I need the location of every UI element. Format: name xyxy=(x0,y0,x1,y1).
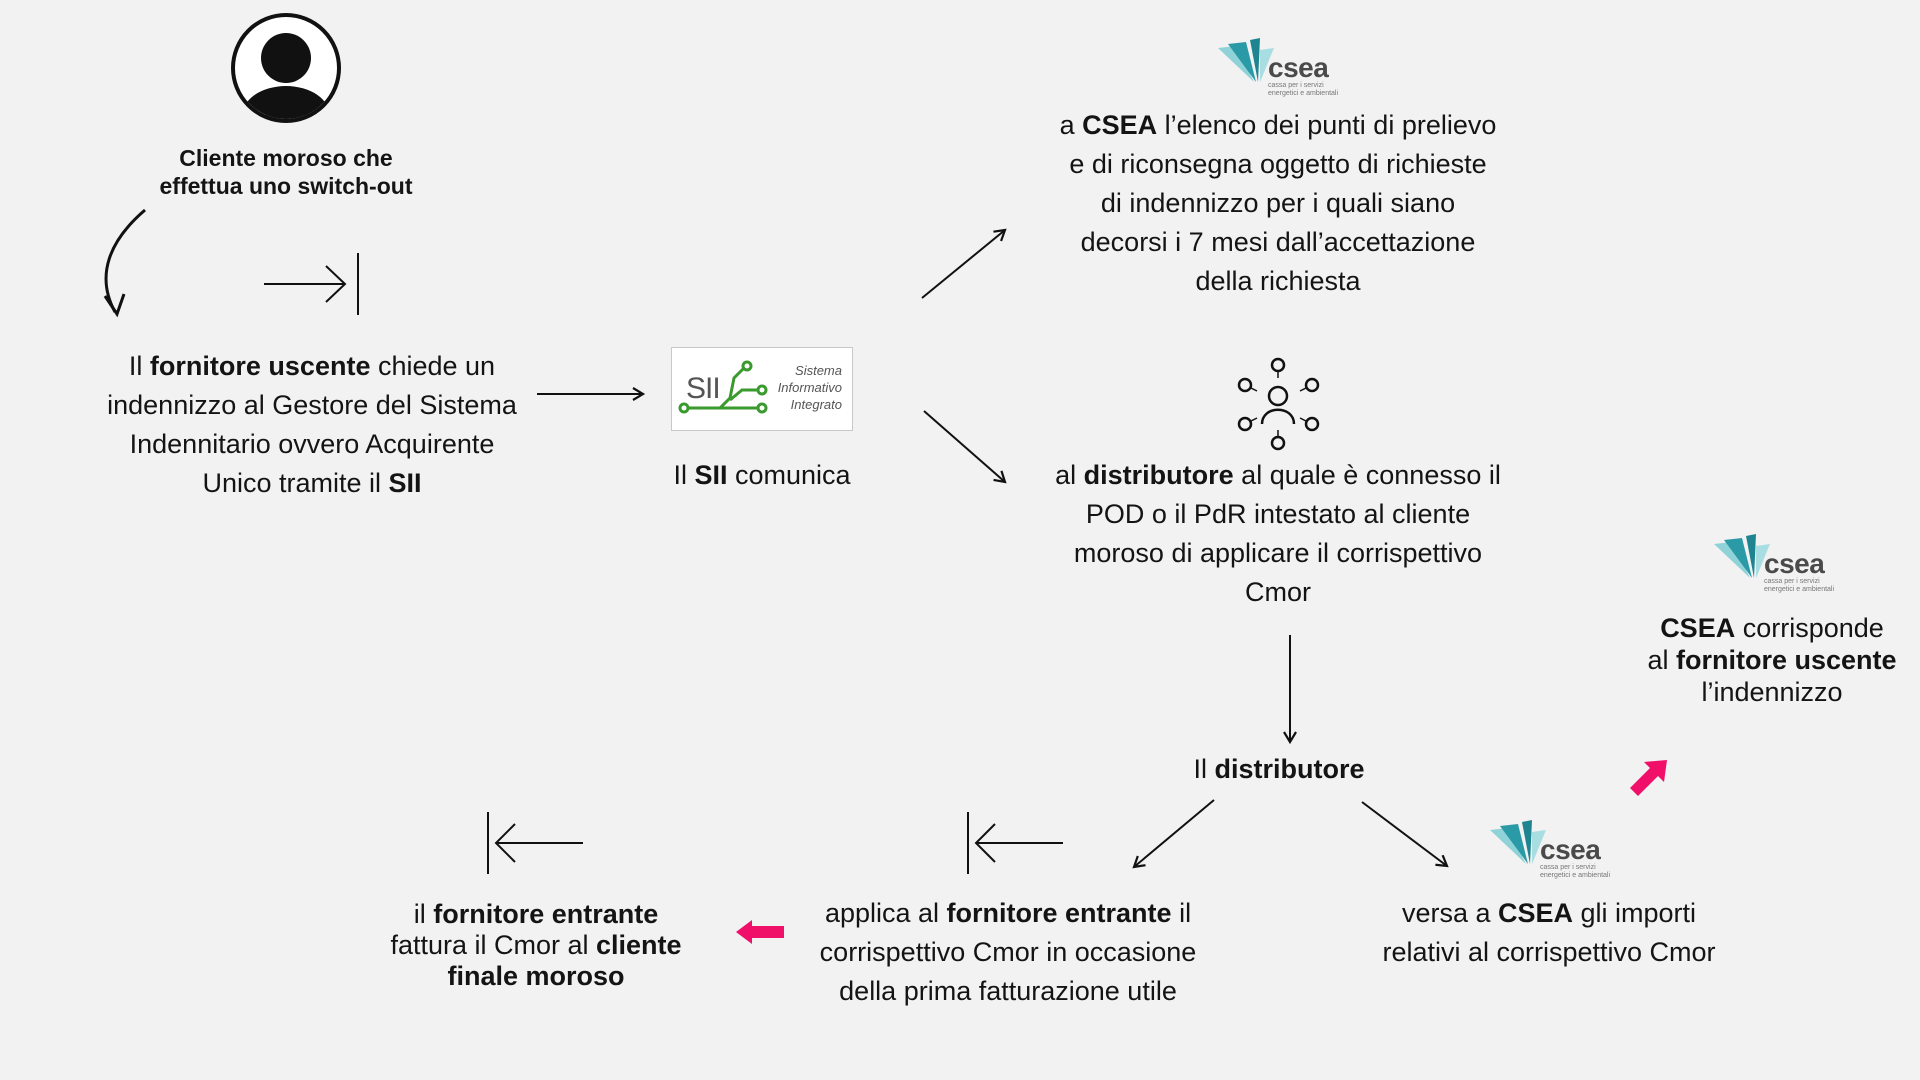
text-fragment: comunica xyxy=(727,460,851,490)
text-fragment: Il xyxy=(1193,754,1215,784)
text-fragment: a xyxy=(1059,110,1083,140)
bill-cmor-text: il fornitore entrante fattura il Cmor al… xyxy=(376,899,696,992)
csea-pays-indemnity-text: CSEA corrisponde al fornitore uscente l’… xyxy=(1622,612,1920,708)
text-fragment: al quale è connesso il xyxy=(1233,460,1501,490)
pink-left-arrow xyxy=(736,920,784,944)
apply-cmor-text: applica al fornitore entrante il corrisp… xyxy=(788,894,1228,1011)
text-fragment: energetici e ambientali xyxy=(1764,586,1835,593)
text-fragment: versa a xyxy=(1401,898,1498,928)
text-fragment: CSEA xyxy=(1082,110,1158,140)
text-fragment: Il xyxy=(673,460,695,490)
text-fragment: decorsi i 7 mesi dall’accettazione xyxy=(1080,227,1476,257)
text-fragment: cassa per i servizi xyxy=(1540,864,1596,871)
text-fragment: csea xyxy=(1268,52,1329,83)
text-fragment: POD o il PdR intestato al cliente xyxy=(1085,499,1471,529)
text-fragment: corrispettivo Cmor in occasione xyxy=(819,937,1197,967)
text-fragment: gli importi xyxy=(1573,898,1697,928)
arrow-to-apply xyxy=(1132,799,1215,869)
text-fragment: fornitore entrante xyxy=(433,899,659,929)
outgoing-supplier-term: fornitore uscente xyxy=(149,351,371,381)
text-fragment: l’elenco dei punti di prelievo xyxy=(1157,110,1497,140)
arrow-right-to-bar-icon xyxy=(264,253,359,315)
text-fragment: al xyxy=(1055,460,1084,490)
text-fragment: fornitore entrante xyxy=(946,898,1172,928)
text-fragment: applica al xyxy=(824,898,947,928)
text-fragment: SII xyxy=(694,460,728,490)
sii-logo-mark: SII xyxy=(686,372,721,405)
sii-logo-line: Informativo xyxy=(777,380,842,395)
client-label-line2: effettua uno switch-out xyxy=(159,173,413,199)
text-fragment: CSEA xyxy=(1498,898,1574,928)
text-fragment: csea xyxy=(1540,834,1601,865)
text-fragment: Unico tramite il xyxy=(202,468,389,498)
distributor-node: Il distributore xyxy=(1129,750,1429,789)
distributor-apply-text: al distributore al quale è connesso il P… xyxy=(1028,456,1528,612)
text-fragment: finale moroso xyxy=(447,961,625,991)
curved-down-arrow xyxy=(103,208,146,318)
client-label: Cliente moroso che effettua uno switch-o… xyxy=(136,144,436,200)
text-fragment: Cmor xyxy=(1245,577,1311,607)
pink-up-right-arrow xyxy=(1630,760,1667,796)
pay-csea-text: versa a CSEA gli importi relativi al cor… xyxy=(1339,894,1759,972)
user-avatar-icon xyxy=(231,13,341,123)
text-fragment: Il xyxy=(128,351,150,381)
text-fragment: Indennitario ovvero Acquirente xyxy=(129,429,495,459)
csea-list-text: a CSEA l’elenco dei punti di prelievo e … xyxy=(1028,106,1528,301)
sii-logo-line: Sistema xyxy=(795,363,842,378)
arrow-left-to-bar-icon xyxy=(967,812,1063,874)
text-fragment: csea xyxy=(1764,548,1825,579)
network-user-icon xyxy=(1237,357,1320,451)
text-fragment: indennizzo al Gestore del Sistema xyxy=(107,390,517,420)
text-fragment: energetici e ambientali xyxy=(1540,872,1611,879)
text-fragment: l’indennizzo xyxy=(1701,677,1843,707)
text-fragment: di indennizzo per i quali siano xyxy=(1100,188,1456,218)
arrow-left-to-bar-icon xyxy=(487,812,583,874)
text-fragment: SII xyxy=(388,468,422,498)
text-fragment: al xyxy=(1647,645,1676,675)
text-fragment: distributore xyxy=(1214,754,1365,784)
text-fragment: il xyxy=(413,899,434,929)
text-fragment: distributore xyxy=(1083,460,1234,490)
text-fragment: chiede un xyxy=(370,351,496,381)
text-fragment: corrisponde xyxy=(1735,613,1884,643)
text-fragment: fornitore uscente xyxy=(1675,645,1897,675)
sii-logo-line: Integrato xyxy=(790,397,842,412)
text-fragment: della prima fatturazione utile xyxy=(839,976,1177,1006)
sii-caption: Il SII comunica xyxy=(662,456,862,495)
text-fragment: CSEA xyxy=(1660,613,1736,643)
csea-fan-icon xyxy=(1490,820,1546,864)
sii-logo: SII Sistema Informativo Integrato xyxy=(671,347,853,431)
text-fragment: energetici e ambientali xyxy=(1268,90,1339,97)
text-fragment: moroso di applicare il corrispettivo xyxy=(1073,538,1483,568)
text-fragment: e di riconsegna oggetto di richieste xyxy=(1069,149,1487,179)
arrow-to-csea-branch xyxy=(921,228,1007,299)
request-indemnity-text: Il fornitore uscente chiede un indennizz… xyxy=(92,347,532,503)
text-fragment: cassa per i servizi xyxy=(1268,82,1324,89)
text-fragment: della richiesta xyxy=(1195,266,1361,296)
csea-fan-icon xyxy=(1218,38,1274,82)
arrow-to-pay-csea xyxy=(1361,801,1449,868)
text-fragment: cliente xyxy=(596,930,682,960)
text-fragment: fattura il Cmor al xyxy=(390,930,596,960)
csea-fan-icon xyxy=(1714,534,1770,578)
text-fragment: il xyxy=(1171,898,1192,928)
client-label-line1: Cliente moroso che xyxy=(179,145,393,171)
sii-circuit-icon xyxy=(678,360,768,414)
text-fragment: relativi al corrispettivo Cmor xyxy=(1382,937,1716,967)
arrow-to-distributor-branch xyxy=(923,410,1007,484)
text-fragment: cassa per i servizi xyxy=(1764,578,1820,585)
